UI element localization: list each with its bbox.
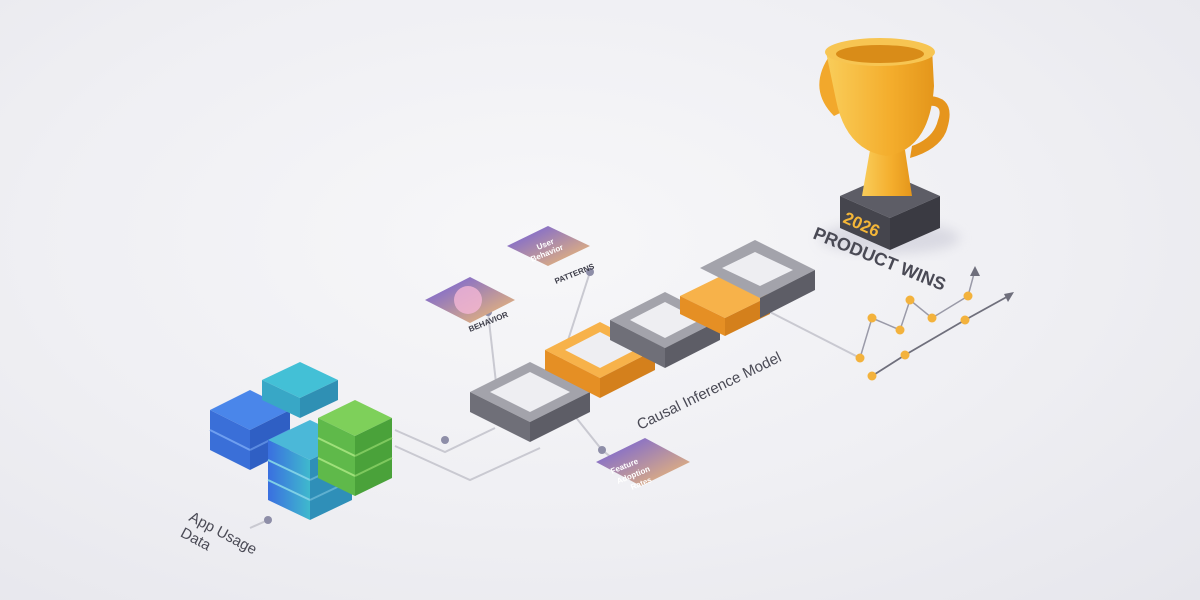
growth-chart-icon: [855, 266, 1014, 381]
app-usage-label: App Usage Data: [178, 509, 260, 559]
database-stack-icon: [209, 362, 393, 520]
card-feature-adoption: Feature Adoption Rates: [596, 438, 690, 492]
trophy-icon: 2026: [819, 38, 960, 254]
card-user-patterns: User Behavior PATTERNS: [507, 226, 596, 286]
chain-link-icon: [470, 240, 815, 442]
card-behavior: BEHAVIOR: [425, 277, 515, 334]
